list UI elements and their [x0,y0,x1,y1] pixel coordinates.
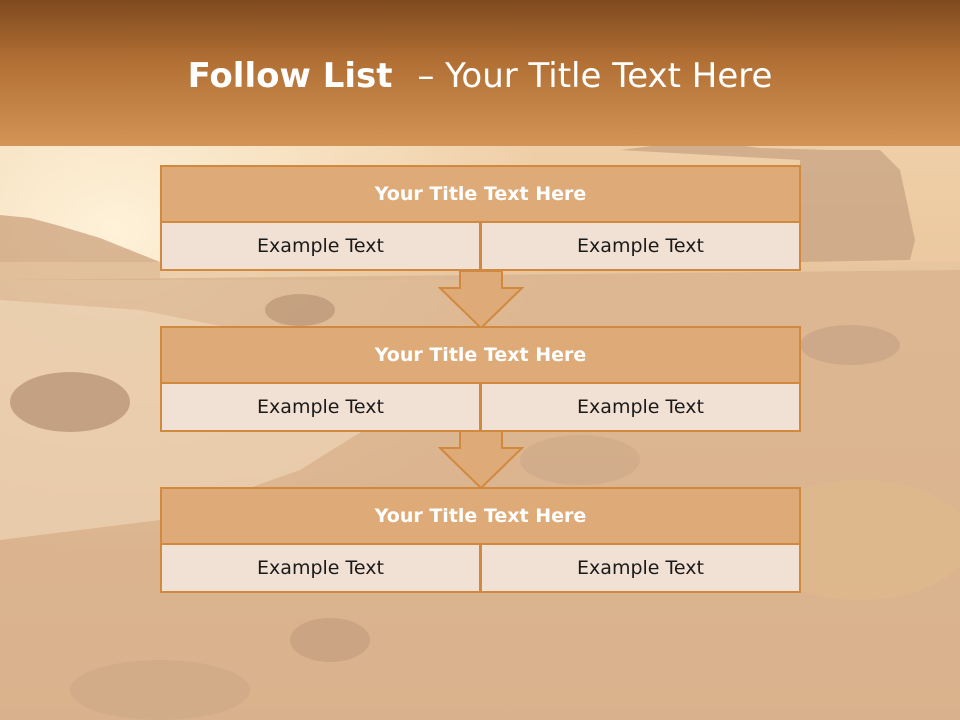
step-1-right-cell: Example Text [480,221,801,271]
page-title-rest: Your Title Text Here [445,56,773,96]
page-title-bold: Follow List [187,56,393,96]
page-title: Follow List – Your Title Text Here [0,54,960,98]
down-arrow-icon [438,270,524,330]
down-arrow-icon [438,430,524,490]
step-2-right-cell: Example Text [480,382,801,432]
step-title-2: Your Title Text Here [160,326,801,384]
page-title-separator: – [417,56,435,96]
step-title-3: Your Title Text Here [160,487,801,545]
step-1-left-cell: Example Text [160,221,481,271]
step-2-left-cell: Example Text [160,382,481,432]
step-title-1: Your Title Text Here [160,165,801,223]
step-3-left-cell: Example Text [160,543,481,593]
title-bar: Follow List – Your Title Text Here [0,0,960,146]
step-3-right-cell: Example Text [480,543,801,593]
